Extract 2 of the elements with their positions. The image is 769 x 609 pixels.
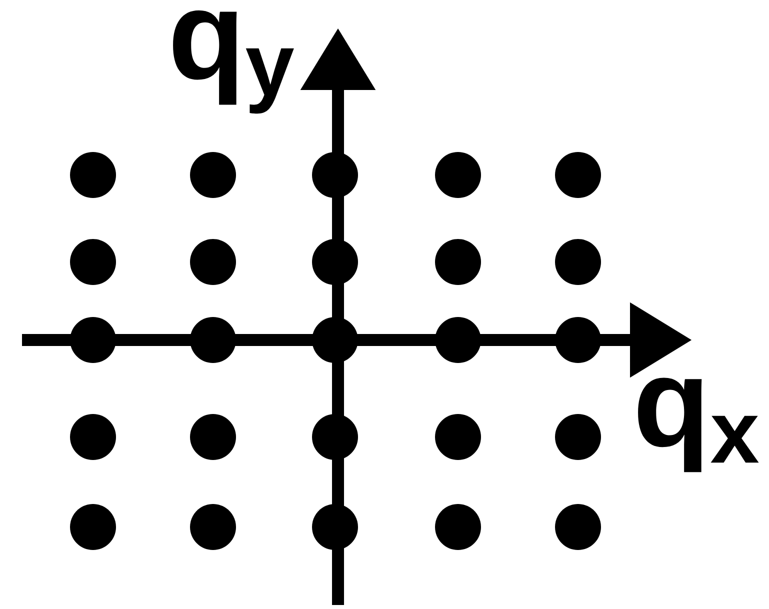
- axis-label: q$_{y}$: [173, 10, 294, 114]
- axis-label: q$_{x}$: [638, 378, 759, 472]
